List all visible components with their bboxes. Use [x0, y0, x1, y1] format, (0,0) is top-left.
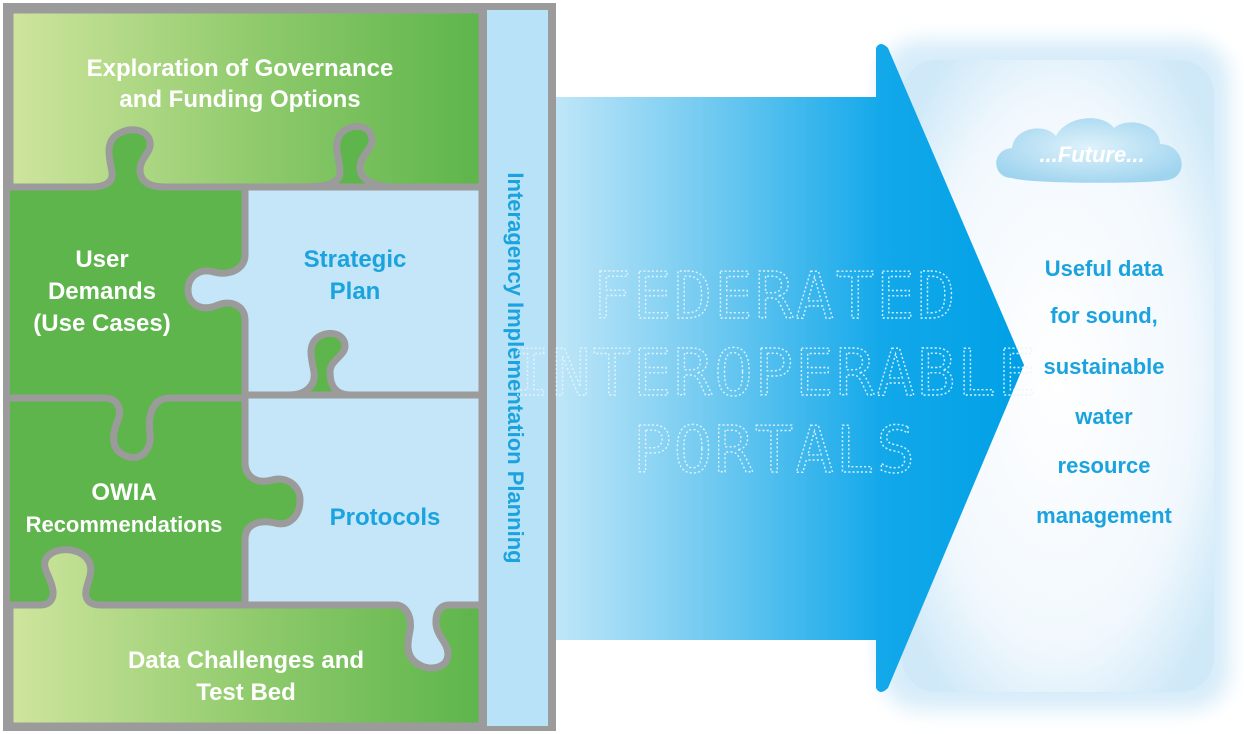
arrow-text-line2: INTEROPERABLE [512, 337, 1039, 411]
strategic-plan-label-line2: Plan [330, 278, 381, 305]
data-challenges-piece [6, 546, 486, 730]
governance-label-line1: Exploration of Governance [87, 55, 394, 82]
future-panel-body [902, 60, 1214, 692]
cloud-shape [996, 118, 1182, 183]
arrow-text-line3: PORTALS [633, 414, 917, 488]
data-challenges-label-line1: Data Challenges and [128, 647, 364, 674]
future-line6: management [1036, 503, 1172, 528]
protocols-label: Protocols [330, 504, 441, 531]
big-arrow [556, 44, 1024, 692]
governance-label-line2: and Funding Options [119, 86, 360, 113]
user-demands-label-line2: Demands [48, 278, 156, 305]
implementation-bar [482, 10, 548, 726]
implementation-bar-border [482, 10, 487, 726]
user-demands-label-line1: User [75, 246, 128, 273]
arrow-text-line1: FEDERATED [593, 260, 958, 334]
owia-label-line1: OWIA [91, 479, 156, 506]
future-cloud: ...Future... [996, 118, 1182, 183]
cloud-label: ...Future... [1039, 142, 1144, 167]
future-line4: water [1074, 404, 1133, 429]
strategic-plan-label-line1: Strategic [304, 246, 407, 273]
future-panel [880, 40, 1230, 710]
data-challenges-label-line2: Test Bed [196, 679, 296, 706]
future-line3: sustainable [1043, 354, 1164, 379]
user-demands-label-line3: (Use Cases) [33, 310, 170, 337]
strategic-plan-piece [184, 183, 486, 399]
future-line5: resource [1058, 453, 1151, 478]
implementation-bar-label: Interagency Implementation Planning [503, 172, 528, 563]
future-line2: for sound, [1050, 303, 1158, 328]
owia-label-line2: Recommendations [26, 512, 223, 537]
future-line1: Useful data [1045, 256, 1164, 281]
middle-divider [10, 394, 245, 461]
